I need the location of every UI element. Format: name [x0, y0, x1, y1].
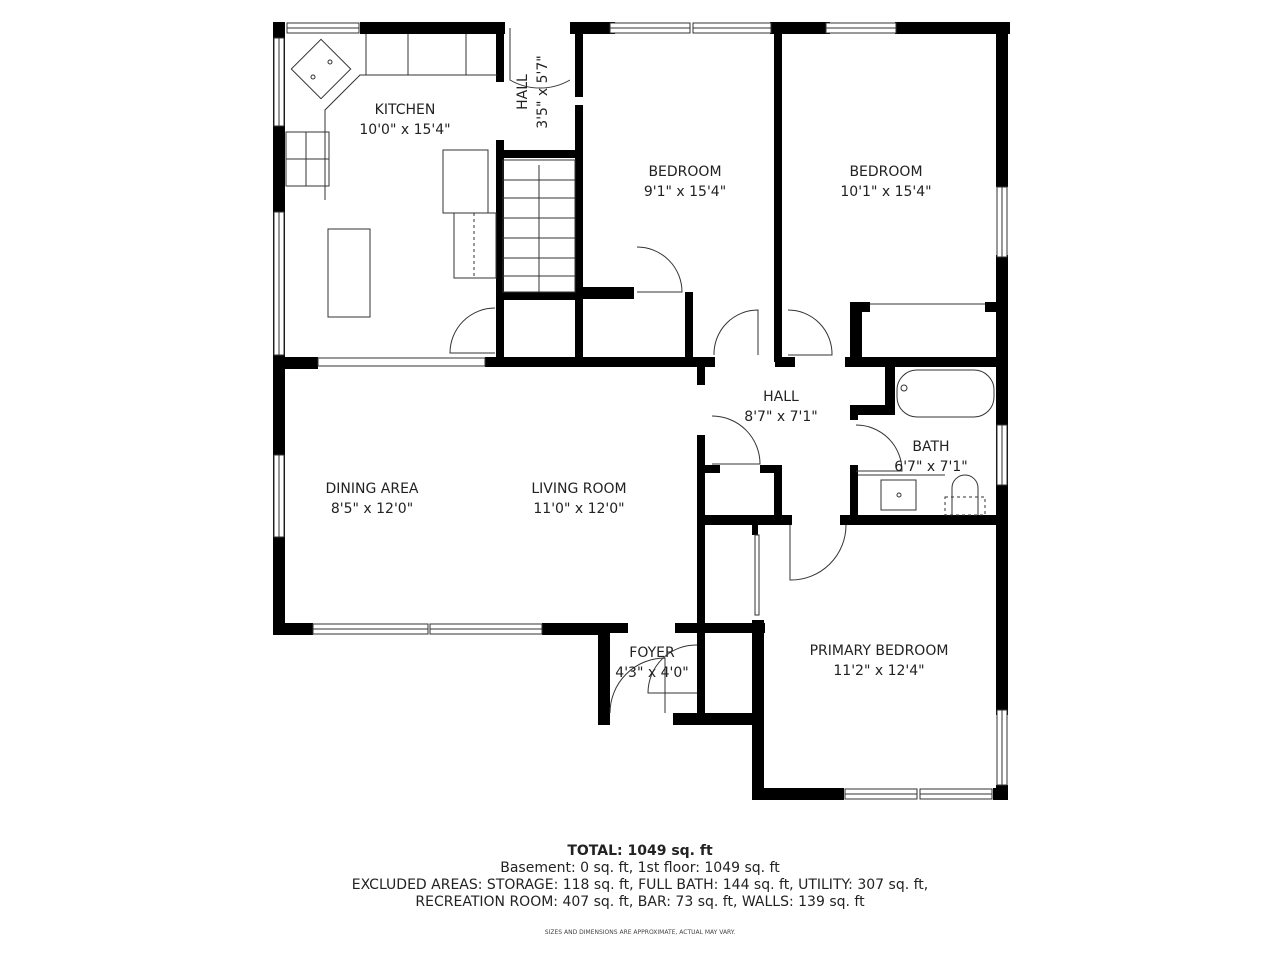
excluded-areas-line-2: RECREATION ROOM: 407 sq. ft, BAR: 73 sq.… — [415, 894, 865, 910]
room-dims: 6'7" x 7'1" — [894, 459, 968, 475]
room-dims: 8'7" x 7'1" — [744, 409, 818, 425]
area-summary: TOTAL: 1049 sq. ft Basement: 0 sq. ft, 1… — [0, 843, 1280, 911]
room-name: BEDROOM — [648, 164, 722, 180]
room-dining-area: DINING AREA 8'5" x 12'0" — [325, 479, 418, 519]
room-foyer: FOYER 4'3" x 4'0" — [615, 643, 688, 683]
room-dims: 3'5" x 5'7" — [535, 55, 551, 129]
room-dims: 10'0" x 15'4" — [359, 122, 451, 138]
room-dims: 4'3" x 4'0" — [615, 665, 689, 681]
fixtures — [285, 34, 995, 516]
room-bedroom-2: BEDROOM 10'1" x 15'4" — [840, 162, 931, 202]
room-bath: BATH 6'7" x 7'1" — [894, 437, 967, 477]
room-name: DINING AREA — [325, 481, 419, 497]
room-name: HALL — [515, 74, 531, 110]
total-area: TOTAL: 1049 sq. ft — [567, 843, 713, 859]
room-hall-small: HALL 3'5" x 5'7" — [513, 55, 553, 128]
room-kitchen: KITCHEN 10'0" x 15'4" — [359, 100, 450, 140]
room-hall: HALL 8'7" x 7'1" — [744, 387, 817, 427]
doors — [449, 28, 985, 714]
room-primary-bedroom: PRIMARY BEDROOM 11'2" x 12'4" — [810, 641, 949, 681]
excluded-areas-line-1: EXCLUDED AREAS: STORAGE: 118 sq. ft, FUL… — [351, 877, 929, 893]
windows — [273, 22, 1008, 800]
room-name: BEDROOM — [849, 164, 923, 180]
room-dims: 11'2" x 12'4" — [833, 663, 925, 679]
room-name: LIVING ROOM — [531, 481, 627, 497]
room-name: BATH — [912, 439, 950, 455]
room-dims: 9'1" x 15'4" — [643, 184, 727, 200]
room-name: FOYER — [629, 645, 675, 661]
walls — [273, 22, 1010, 800]
room-bedroom-1: BEDROOM 9'1" x 15'4" — [644, 162, 726, 202]
room-dims: 11'0" x 12'0" — [533, 501, 625, 517]
room-dims: 8'5" x 12'0" — [330, 501, 414, 517]
floor-areas: Basement: 0 sq. ft, 1st floor: 1049 sq. … — [500, 860, 780, 876]
room-dims: 10'1" x 15'4" — [840, 184, 932, 200]
room-name: KITCHEN — [374, 102, 436, 118]
disclaimer: SIZES AND DIMENSIONS ARE APPROXIMATE, AC… — [544, 929, 736, 936]
room-name: HALL — [763, 389, 799, 405]
room-name: PRIMARY BEDROOM — [809, 643, 949, 659]
room-living-room: LIVING ROOM 11'0" x 12'0" — [531, 479, 626, 519]
